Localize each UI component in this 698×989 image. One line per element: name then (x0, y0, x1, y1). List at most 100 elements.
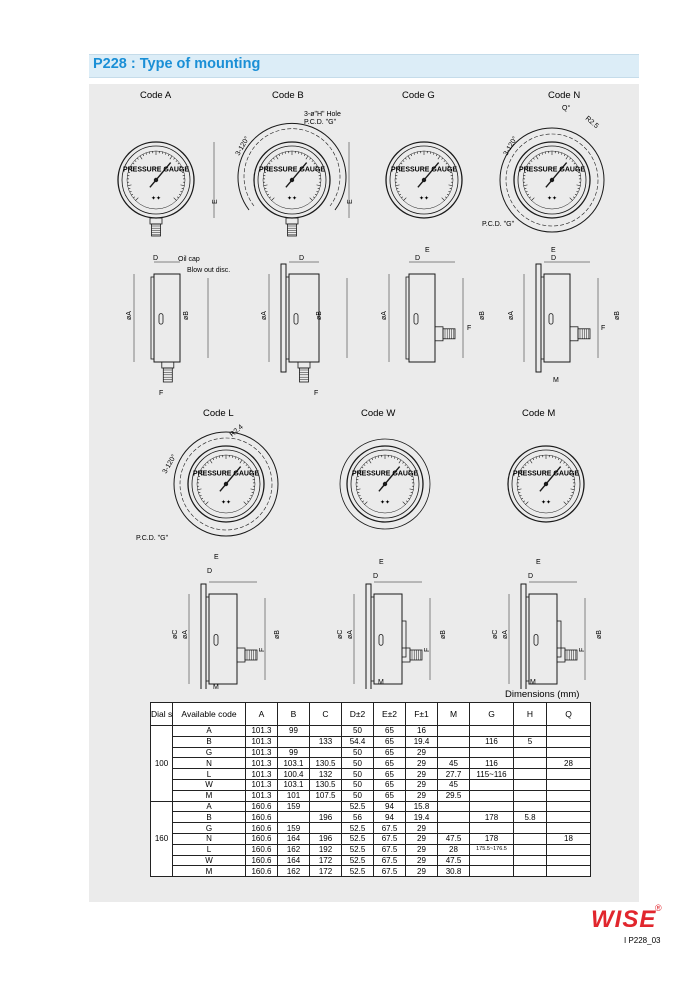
socket (569, 326, 579, 342)
gauge-tick (447, 165, 450, 168)
table-cell: 130.5 (309, 757, 342, 770)
dim-b: øB (596, 630, 603, 639)
gauge-front-code-g: PRESSURE GAUGE✦✦ (385, 141, 463, 219)
gauge-tick (408, 469, 411, 472)
table-cell: 160.6 (245, 822, 278, 834)
table-cell: 15.8 (405, 800, 438, 813)
gauge-tick (356, 488, 361, 490)
table-header-cell: C (309, 702, 342, 726)
table-cell (469, 854, 514, 867)
gauge-tick (574, 168, 579, 171)
gauge-tick (173, 157, 176, 160)
table-cell: 192 (309, 843, 342, 856)
gauge-tick (360, 497, 363, 500)
table-cell (309, 800, 342, 813)
gauge-tick (410, 154, 413, 157)
gauge-logo-mark: ✦✦ (419, 195, 429, 202)
gauge-tick (517, 488, 522, 490)
gauge-dial-label: PRESSURE GAUGE (519, 167, 585, 174)
table-cell: A (172, 725, 246, 737)
gauge-tick (532, 157, 535, 160)
gauge-tick (272, 157, 275, 160)
gauge-needle (149, 162, 172, 188)
table-cell (309, 746, 342, 759)
table-cell: 47.5 (437, 854, 470, 867)
table-cell (546, 811, 591, 824)
gauge-tick (179, 165, 182, 168)
table-cell: 29 (405, 757, 438, 770)
stem-code-a (149, 217, 163, 237)
gauge-tick (449, 171, 452, 173)
table-cell: 50 (341, 746, 374, 759)
title-bar: P228 : Type of mounting (89, 54, 639, 78)
gauge-tick (435, 154, 438, 157)
gauge-tick (441, 157, 444, 160)
case-body (408, 273, 436, 363)
table-cell: 45 (437, 778, 470, 791)
gauge-tick (398, 459, 402, 464)
table-cell: 116 (469, 735, 514, 748)
table-cell: 160.6 (245, 811, 278, 824)
registered-mark: ® (655, 903, 662, 913)
gauge-tick (203, 500, 205, 503)
gauge-tick (250, 495, 253, 497)
table-cell (513, 778, 547, 791)
gauge-tick (204, 464, 207, 466)
gauge-front-code-b: PRESSURE GAUGE✦✦ (253, 141, 331, 219)
gauge-tick (129, 191, 132, 193)
gauge-tick (526, 461, 529, 464)
table-cell: 172 (309, 854, 342, 867)
gauge-tick (570, 495, 573, 497)
table-cell: 159 (277, 800, 310, 813)
table-cell: N (172, 832, 246, 845)
socket (149, 217, 163, 225)
table-cell: 52.5 (341, 822, 374, 834)
gauge-tick (406, 466, 409, 469)
dim-e: E (347, 199, 354, 204)
gauge-tick (402, 160, 405, 162)
gauge-tick (311, 160, 314, 162)
gauge-tick (130, 165, 133, 168)
table-cell: 196 (309, 811, 342, 824)
pcd-annotation-l: P.C.D. ʺGʺ (136, 534, 169, 542)
gauge-tick (177, 162, 180, 165)
flange (280, 263, 287, 373)
dim-f: F (467, 325, 471, 332)
dim-m: M (213, 684, 219, 689)
table-cell (513, 757, 547, 770)
gauge-front-code-w: PRESSURE GAUGE✦✦ (346, 445, 424, 523)
dim-m: M (378, 679, 384, 686)
gauge-tick (313, 196, 315, 199)
gauge-tick (563, 461, 566, 464)
table-cell: 29 (405, 854, 438, 867)
gauge-tick (358, 472, 363, 475)
dim-f: F (259, 648, 266, 652)
table-cell: 67.5 (373, 843, 406, 856)
table-cell: 50 (341, 768, 374, 780)
gauge-tick (133, 196, 135, 199)
gauge-tick (361, 466, 364, 469)
gauge-tick (128, 188, 131, 190)
gauge-tick (173, 197, 177, 201)
dim-d: D (373, 573, 378, 580)
gauge-tick (398, 165, 401, 168)
pcd-circle-code-l (179, 437, 273, 531)
thread (442, 328, 456, 340)
socket (285, 217, 299, 225)
table-cell: 67.5 (373, 854, 406, 867)
socket (161, 361, 175, 369)
gauge-tick (264, 171, 267, 173)
table-cell: 65 (373, 778, 406, 791)
gauge-tick (555, 456, 557, 459)
table-header-cell: H (513, 702, 547, 726)
gauge-tick (131, 193, 134, 196)
dim-e: E (214, 554, 219, 561)
dim-f: F (159, 390, 163, 397)
gauge-tick (407, 155, 411, 160)
table-cell: 103.1 (277, 757, 310, 770)
table-header-cell: Dial size (150, 702, 173, 726)
table-cell (309, 725, 342, 737)
back-cap (556, 620, 562, 658)
pcd-annotation-b: P.C.D. ʺGʺ (304, 118, 337, 126)
gauge-dial-rim (517, 145, 587, 215)
